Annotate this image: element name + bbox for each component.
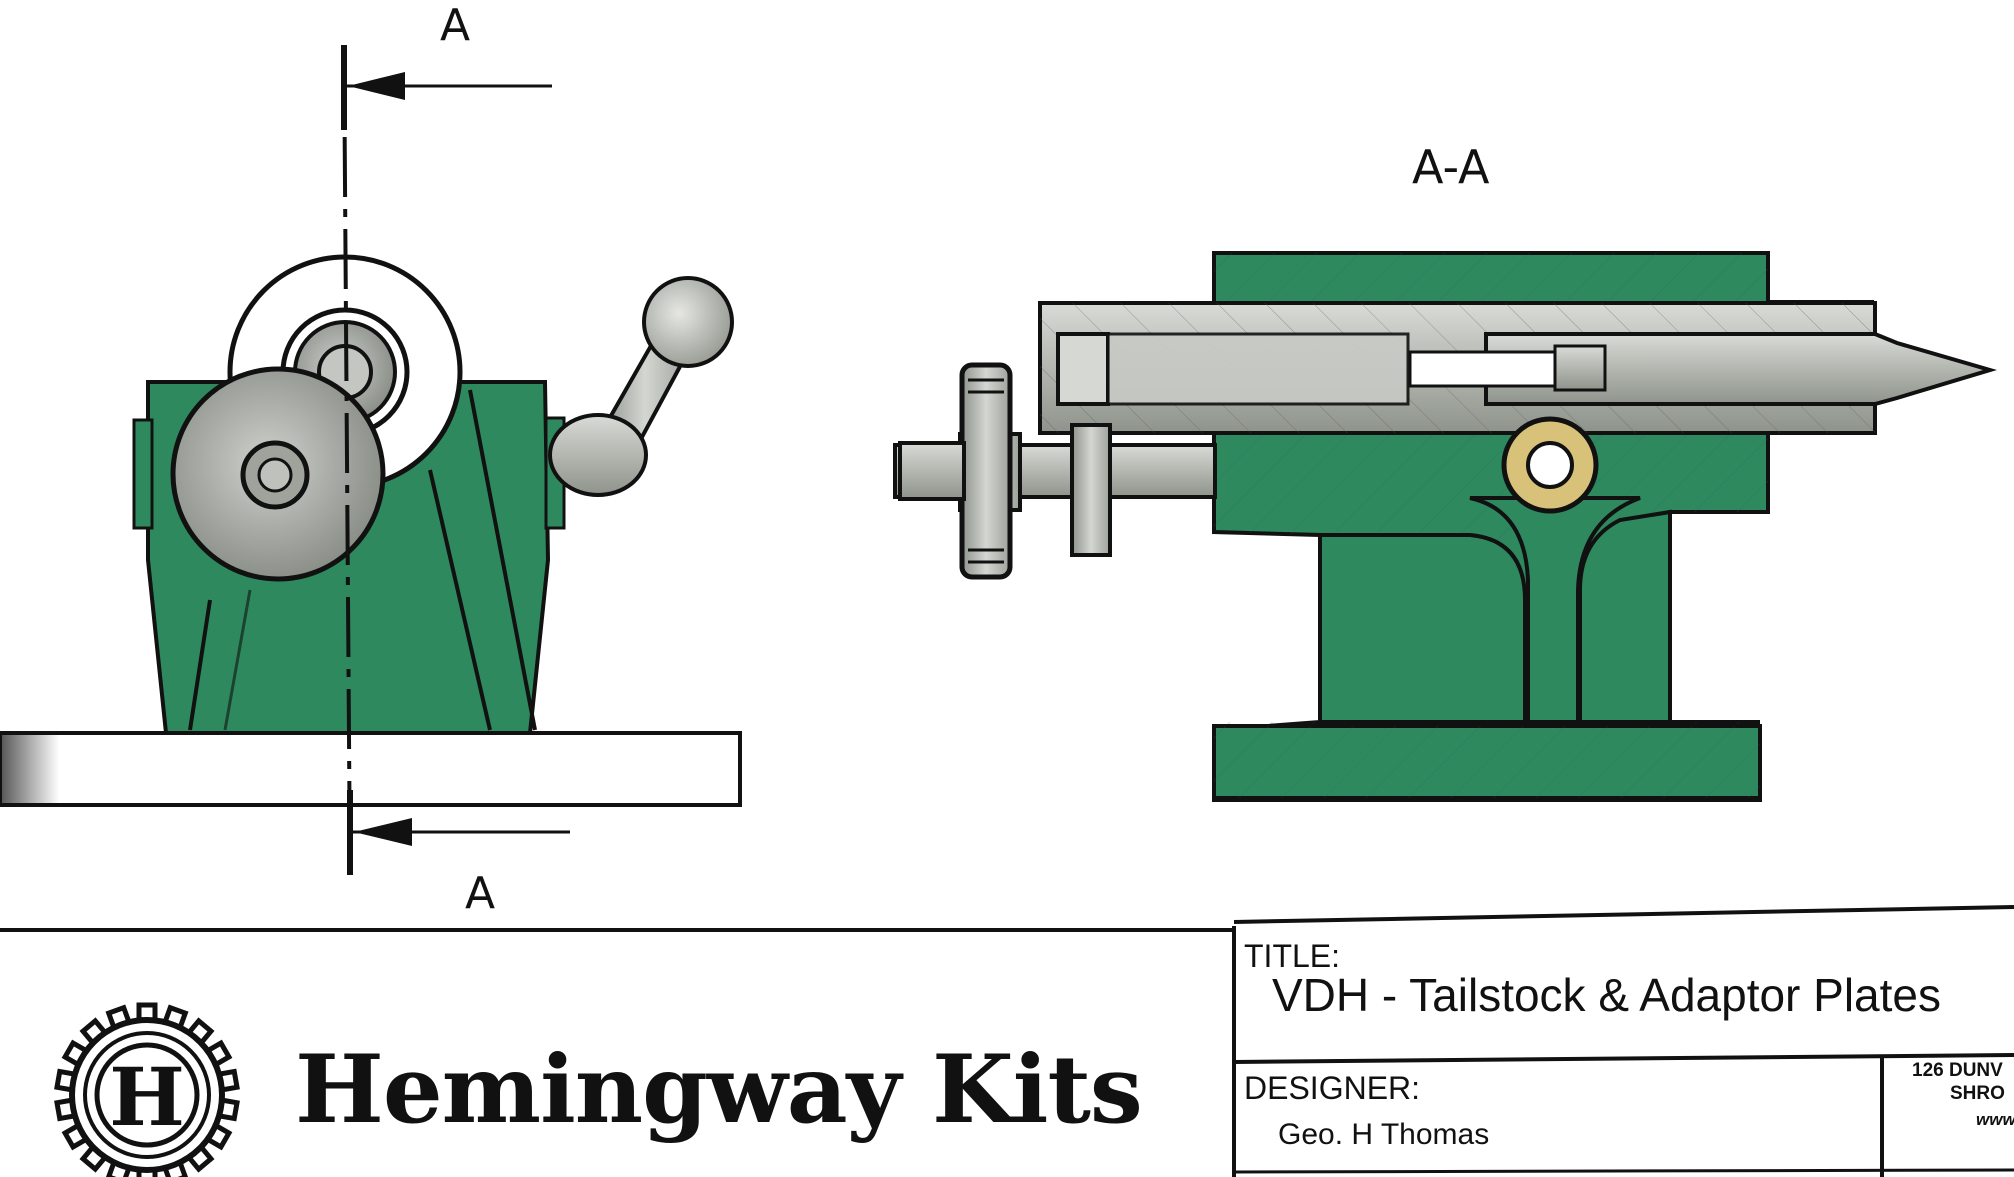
designer-label: DESIGNER:: [1244, 1070, 1421, 1106]
logo-letter: H: [109, 1050, 185, 1144]
address-line-1: 126 DUNV: [1912, 1060, 2003, 1081]
designer-value: Geo. H Thomas: [1278, 1118, 1490, 1151]
lever-ball: [642, 276, 734, 368]
title-label: TITLE:: [1244, 938, 1341, 974]
title-block-frame: [0, 905, 2014, 1177]
end-view: [0, 44, 742, 876]
web-left-cutout: [1318, 533, 1527, 724]
title-value: VDH - Tailstock & Adaptor Plates: [1272, 969, 1941, 1021]
section-arrow-bottom: [354, 818, 412, 846]
address-line-3: www: [1976, 1110, 2014, 1129]
lever-hub: [548, 413, 648, 497]
address-line-2: SHRO: [1950, 1083, 2005, 1104]
end-nut: [898, 441, 966, 501]
section-mark-top: A: [440, 0, 471, 51]
left-boss: [132, 418, 154, 530]
web-right-cutout: [1578, 509, 1672, 724]
live-centre: [1484, 332, 1998, 406]
section-mark-bottom: A: [465, 868, 496, 919]
section-arrow-top: [348, 72, 405, 100]
brand-name: Hemingway Kits: [295, 1035, 1143, 1145]
section-view-title: A-A: [1412, 140, 1490, 194]
thrust-collar: [1070, 423, 1112, 557]
lathe-bed: [0, 731, 742, 807]
quill-bore-section: [1056, 332, 1110, 406]
handwheel-section: [959, 362, 1013, 580]
gear-logo: H: [54, 1002, 240, 1177]
section-line: [342, 44, 352, 876]
section-view: [893, 251, 1998, 802]
